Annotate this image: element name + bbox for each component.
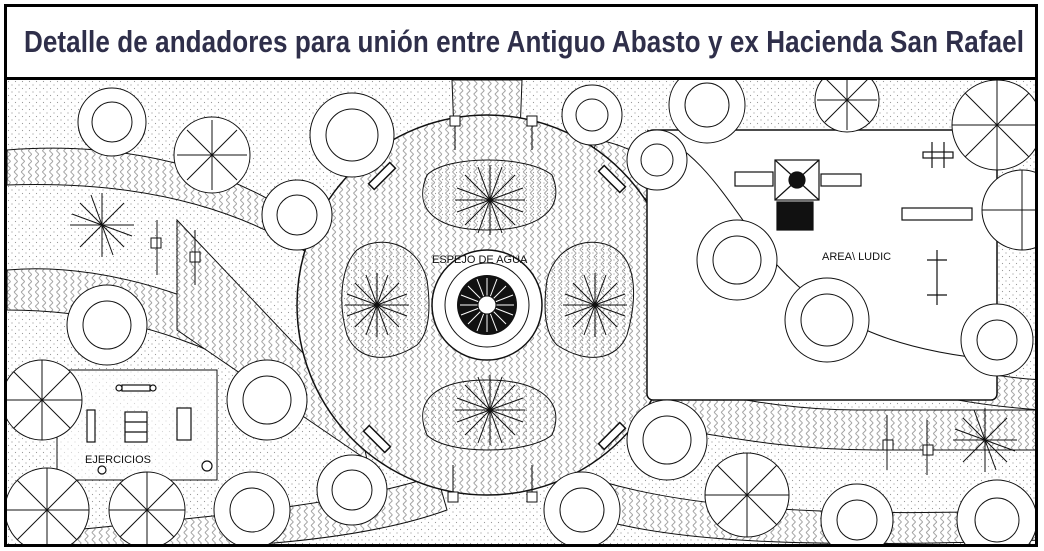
exercise-equipment-icon <box>86 384 213 475</box>
planter-north <box>422 159 557 231</box>
plan-frame: Detalle de andadores para unión entre An… <box>4 4 1038 547</box>
title-divider <box>7 77 1035 80</box>
agave-plant-icon <box>70 165 1017 472</box>
planter-west <box>341 241 430 358</box>
plan-title: Detalle de andadores para unión entre An… <box>23 24 1025 59</box>
planter-south <box>422 379 557 451</box>
lamp-post-icon <box>150 115 934 503</box>
site-plan: ESPEJO DE AGUA <box>7 80 1035 544</box>
bench-icon <box>362 161 627 454</box>
tree-icon <box>7 80 1035 544</box>
play-area-label: AREA\ LUDIC <box>822 251 891 263</box>
playground-icon <box>734 142 973 305</box>
water-mirror-label: ESPEJO DE AGUA <box>432 254 528 266</box>
fountain-icon <box>457 275 517 335</box>
southeast-walkway <box>546 469 1035 544</box>
play-area <box>646 129 998 401</box>
exercise-area-label: EJERCICIOS <box>85 454 151 466</box>
